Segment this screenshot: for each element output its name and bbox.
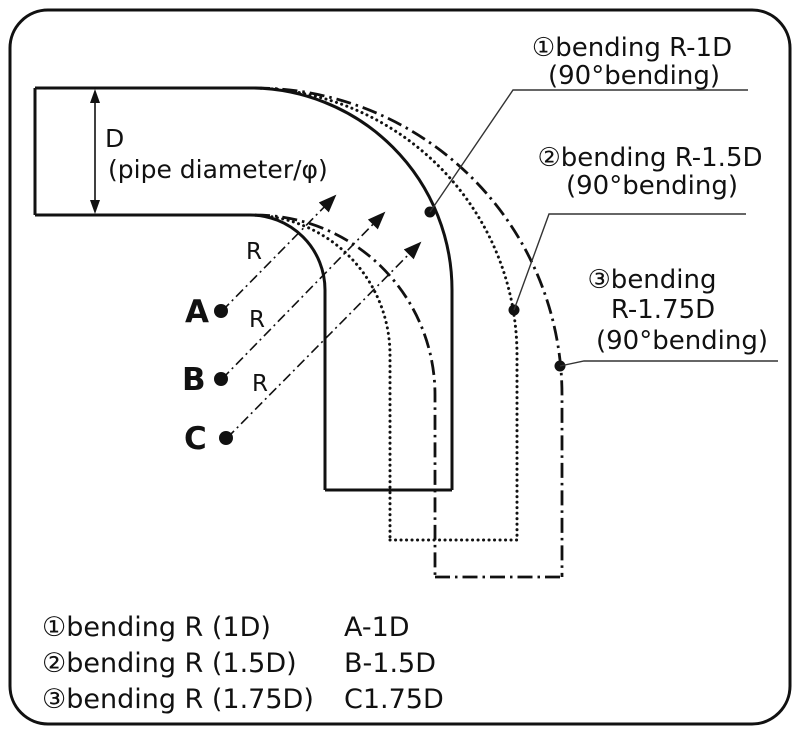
- callout-leader-r1d: [429, 89, 748, 213]
- callout-r1-75d-line-2: R-1.75D: [611, 295, 715, 325]
- pipe-inner-wall-r1-75d: [254, 213, 437, 577]
- dimension-arrow-down-icon: [90, 200, 100, 214]
- callout-leader-r1-75d: [559, 360, 778, 367]
- radius-label-b: R: [249, 307, 265, 333]
- callout-r1d-line-2: (90°bending): [548, 61, 720, 91]
- legend-row-1-name: ①bending R (1D): [42, 612, 271, 643]
- legend: ①bending R (1D) A-1D ②bending R (1.5D) B…: [42, 612, 444, 715]
- callout-r1-5d-line-1: ②bending R-1.5D: [537, 143, 762, 173]
- diameter-dimension-arrow: [90, 89, 100, 214]
- center-label-b: B: [182, 362, 206, 398]
- pipe-outer-wall-r1-75d: [254, 86, 564, 577]
- radius-arrow-b: [221, 211, 386, 380]
- center-label-c: C: [184, 421, 207, 457]
- dimension-arrow-up-icon: [90, 89, 100, 103]
- radius-label-a: R: [246, 239, 262, 265]
- callout-leader-r1-5d: [513, 213, 746, 311]
- legend-row-3-name: ③bending R (1.75D): [42, 684, 314, 715]
- pipe-diameter-label: (pipe diameter/φ): [108, 155, 328, 184]
- center-point-b: [214, 372, 228, 386]
- legend-row-3-code: C1.75D: [344, 684, 444, 715]
- center-label-a: A: [185, 294, 209, 330]
- callout-r1d-line-1: ①bending R-1D: [532, 33, 732, 63]
- radius-arrow-c: [226, 241, 422, 439]
- callout-r1-5d-line-2: (90°bending): [566, 171, 738, 201]
- center-point-c: [219, 431, 233, 445]
- callout-r1-75d-line-1: ③bending: [588, 265, 717, 295]
- legend-row-2-name: ②bending R (1.5D): [42, 648, 297, 679]
- center-point-a: [214, 304, 228, 318]
- diameter-label: D: [105, 124, 124, 153]
- legend-row-2-code: B-1.5D: [344, 648, 436, 679]
- radius-arrow-a: [221, 194, 337, 312]
- diagram-border: [8, 8, 792, 726]
- pipe-inner-wall-r1-5d: [248, 213, 392, 542]
- legend-row-1-code: A-1D: [344, 612, 410, 643]
- callout-r1-75d-line-3: (90°bending): [596, 326, 768, 356]
- radius-label-c: R: [252, 371, 268, 397]
